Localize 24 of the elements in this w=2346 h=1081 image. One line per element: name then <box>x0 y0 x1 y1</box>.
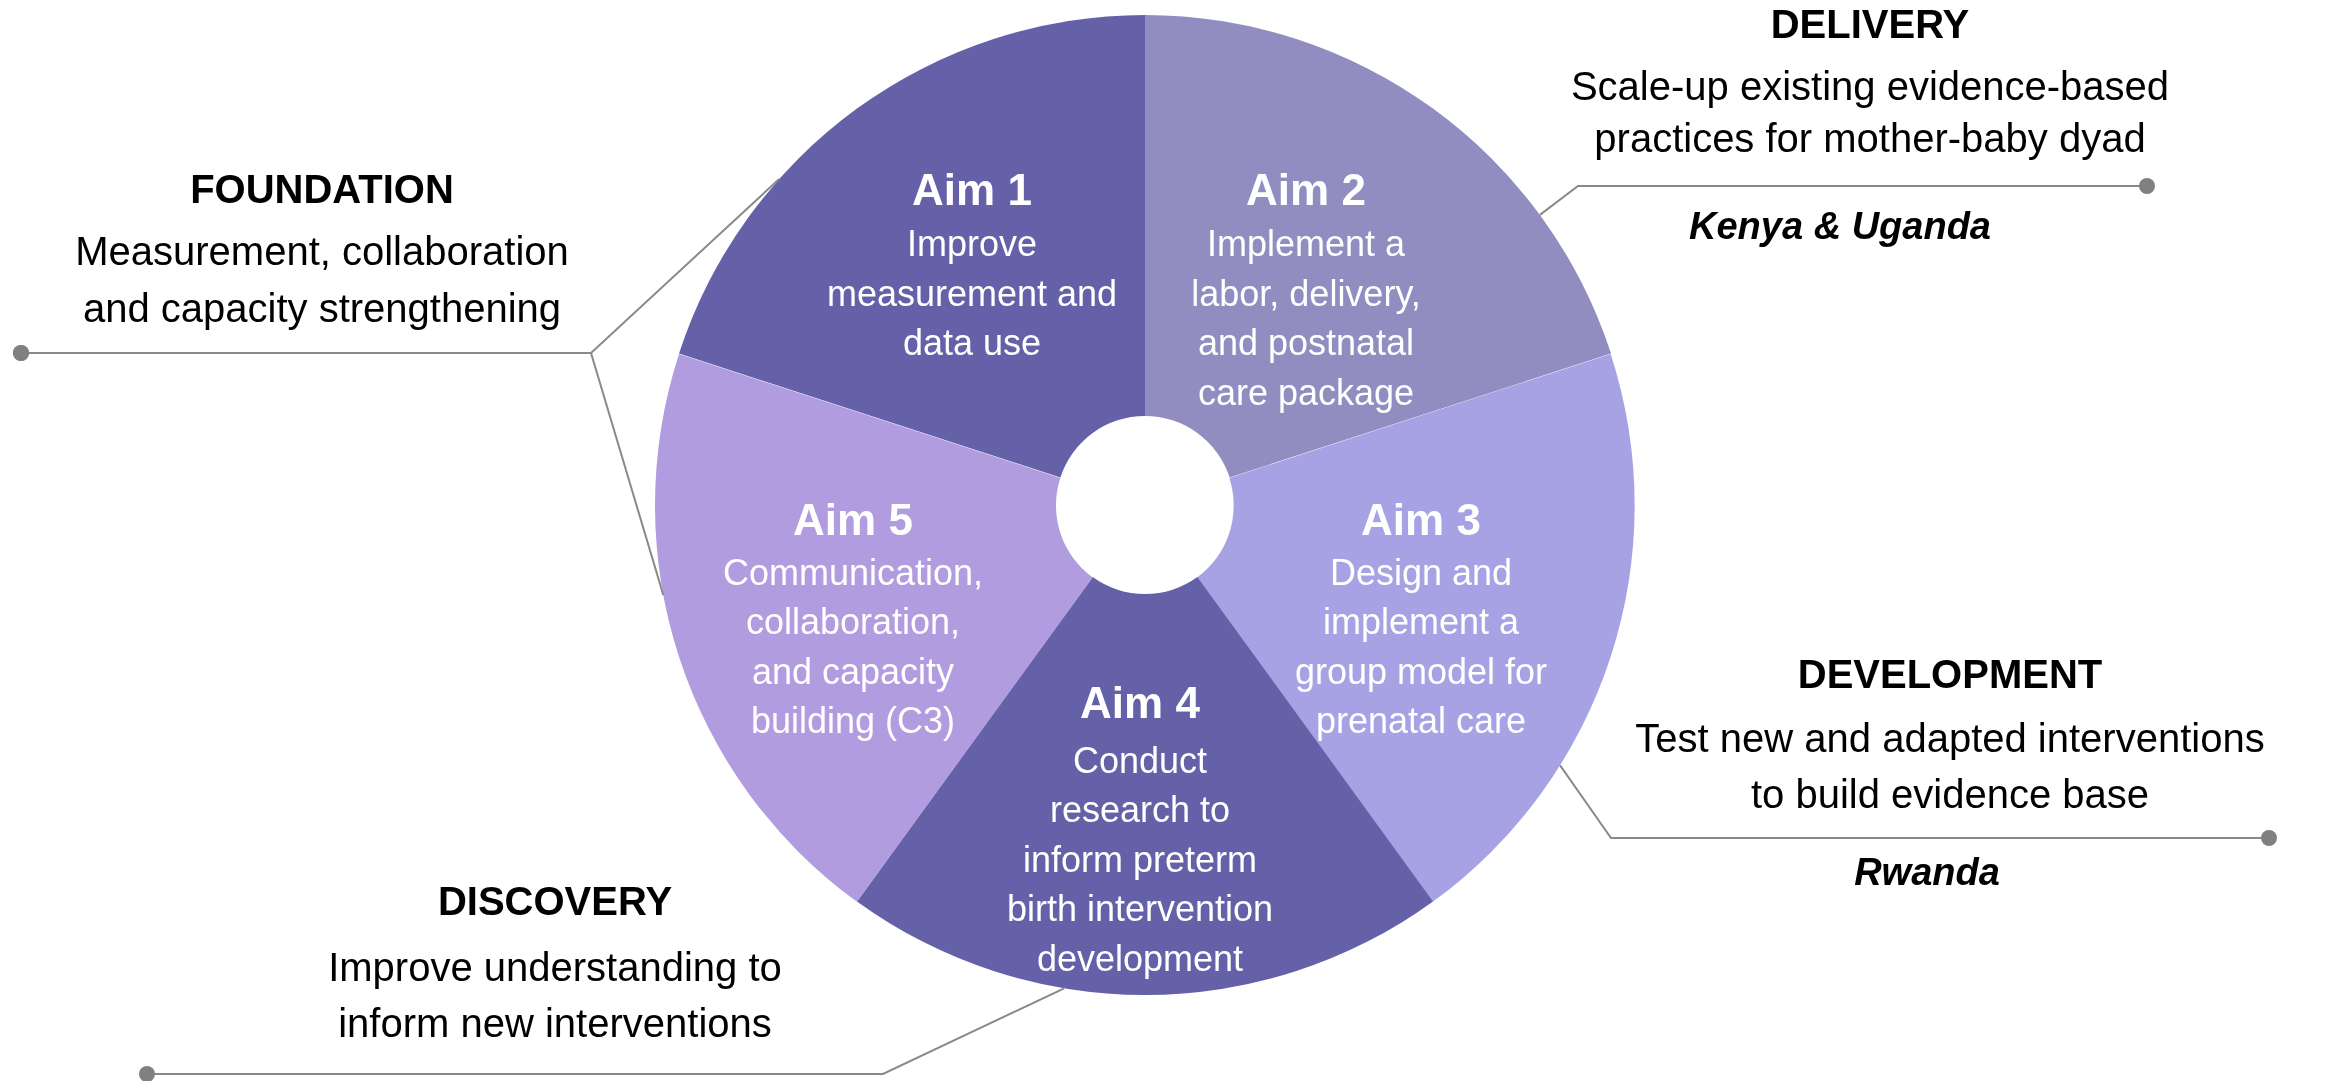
leader-line <box>13 345 665 597</box>
country-label: Rwanda <box>1854 850 2000 894</box>
slice-text: Communication, collaboration, and capacity building (C3) <box>721 551 985 744</box>
section-description: Measurement, collaboration and capacity strengthening <box>74 228 570 332</box>
section-heading: DISCOVERY <box>436 878 674 925</box>
slice-text: Conduct research to inform preterm birth intervention development <box>1005 739 1275 981</box>
section-heading: FOUNDATION <box>189 166 455 213</box>
leader-line <box>139 987 1066 1081</box>
section-description: Test new and adapted interventions to build evidence base <box>1634 715 2266 818</box>
slice-text: Implement a labor, delivery, and postnatal care package <box>1190 222 1422 415</box>
slice-text: Design and implement a group model for prenatal care <box>1293 551 1549 744</box>
slice-heading: Aim 3 <box>1360 494 1482 546</box>
section-heading: DELIVERY <box>1769 1 1971 48</box>
leader-line <box>1538 178 2155 216</box>
slice-text: Improve measurement and data use <box>825 222 1119 365</box>
section-description: Scale-up existing evidence-based practices for mother-baby dyad <box>1569 63 2171 162</box>
slice-heading: Aim 5 <box>792 494 914 546</box>
section-heading: DEVELOPMENT <box>1796 651 2104 698</box>
leader-line <box>1559 764 2277 846</box>
country-label: Kenya & Uganda <box>1689 204 1991 248</box>
slice-heading: Aim 1 <box>911 164 1033 216</box>
slice-heading: Aim 4 <box>1079 677 1201 729</box>
section-description: Improve understanding to inform new interventions <box>327 944 783 1047</box>
slice-heading: Aim 2 <box>1245 164 1367 216</box>
